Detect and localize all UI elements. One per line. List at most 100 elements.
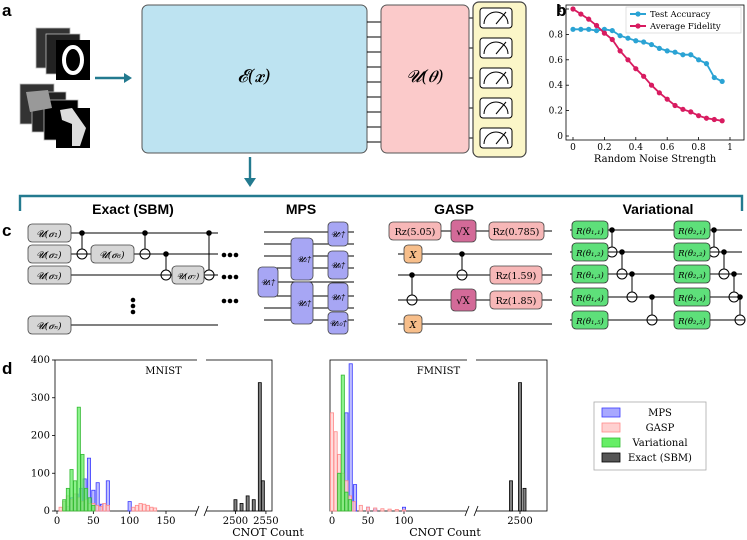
unitary-label: 𝓤(𝜽) (406, 67, 443, 87)
mnist-bar-exact-sbm- (245, 495, 250, 512)
fmnist-title: FMNIST (417, 366, 461, 377)
encoder-label: 𝓔(𝒙) (237, 66, 270, 87)
x-tick-label: 0 (570, 143, 576, 153)
fmnist-bar-gasp (351, 501, 356, 512)
legend-gasp: GASP (646, 423, 675, 434)
var-gate-2-5: R(θ₂,₅) (677, 316, 706, 327)
axis-break-mark (203, 505, 209, 517)
x-tick-label: 100 (120, 516, 139, 527)
fmnist-bar-exact-sbm- (509, 480, 513, 512)
mnist-bar-gasp (58, 506, 63, 512)
fmnist-bar-gasp (333, 431, 338, 512)
exact-gate-7: 𝓤(𝝈₇) (177, 271, 200, 282)
mps-circuit: 𝓤₁† 𝓤₂† 𝓤₃† 𝓤₇† 𝓤₈† 𝓤₉† 𝓤₁₀† (257, 221, 354, 335)
x-tick-label: 100 (394, 516, 413, 527)
noise-chart-xlabel: Random Noise Strength (594, 154, 717, 165)
test-accuracy-point (617, 33, 623, 39)
mps-gate-3: 𝓤₃† (297, 299, 312, 308)
x-tick-label: 0 (54, 516, 60, 527)
fmnist-bar-exact-sbm- (518, 382, 522, 512)
average-fidelity-point (625, 57, 631, 63)
test-accuracy-point (664, 48, 670, 54)
panel-label-a: a (2, 1, 12, 20)
var-gate-2-1: R(θ₂,₁) (677, 226, 706, 237)
exact-gate-2: 𝓤(𝝈₂) (36, 250, 62, 261)
y-tick-label: 300 (31, 393, 50, 404)
average-fidelity-point (672, 102, 678, 109)
panel-label-b: b (556, 1, 566, 20)
measurement-box (479, 7, 513, 29)
fmnist-bar-mps (348, 363, 353, 512)
mps-gate-10: 𝓤₁₀† (329, 319, 348, 328)
exact-gate-1: 𝓤(𝝈₁) (36, 229, 62, 240)
mnist-bar-exact-sbm- (239, 503, 244, 512)
test-accuracy-point (633, 38, 639, 44)
mnist-bar-variational (62, 499, 67, 512)
average-fidelity-point (609, 36, 615, 43)
gasp-gate-x1: X (409, 250, 418, 261)
input-arrow-head (124, 73, 132, 83)
mnist-bar-gasp (94, 504, 99, 512)
y-tick-label: 0.2 (549, 107, 563, 117)
fmnist-bar-variational (340, 374, 345, 512)
average-fidelity-point (703, 115, 710, 121)
average-fidelity-point (633, 66, 639, 72)
mps-gate-9: 𝓤₉† (331, 293, 346, 302)
unitary-box (380, 4, 470, 154)
fmnist-bar-gasp (373, 507, 378, 512)
x-tick-label: 0 (329, 516, 335, 527)
y-tick-label: 0.4 (549, 81, 564, 91)
test-accuracy-point (609, 27, 615, 34)
histogram-legend: MPS GASP Variational Exact (SBM) (593, 401, 707, 471)
measurement-meters (479, 7, 513, 149)
bracket (18, 194, 744, 211)
mnist-bar-mps (127, 501, 132, 512)
measurement-box (479, 37, 513, 59)
x-tick-label: 150 (156, 516, 175, 527)
mnist-xlabel: CNOT Count (232, 526, 304, 539)
meter-needle (495, 131, 507, 145)
x-tick-label: 0.2 (597, 143, 611, 153)
variational-circuit: R(θ₁,₁) R(θ₁,₂) R(θ₁,₃) R(θ₁,₄) R(θ₁,₅) … (570, 220, 746, 330)
y-tick-label: 0.8 (549, 30, 564, 40)
y-tick-label: 0 (44, 506, 50, 517)
digit-image-stack (35, 27, 90, 80)
meter-arc (483, 131, 509, 145)
mnist-bar-gasp (102, 503, 107, 512)
y-tick-label: 200 (31, 431, 50, 442)
meter-needle (495, 101, 507, 115)
y-tick-label: 0 (557, 132, 563, 142)
y-tick-label: 0.6 (549, 56, 564, 66)
mnist-bar-gasp (149, 506, 154, 512)
x-tick-label: 0.4 (629, 143, 644, 153)
gasp-circuit: Rz(5.05) √X Rz(0.785) X Rz(1.59) √X Rz(1… (388, 219, 552, 334)
mnist-bar-variational (84, 487, 89, 512)
test-accuracy-point (672, 49, 678, 55)
mnist-bar-exact-sbm- (233, 499, 238, 512)
mps-gate-1: 𝓤₁† (261, 278, 276, 287)
x-tick-label: 50 (87, 516, 100, 527)
test-accuracy-point (570, 26, 576, 32)
gasp-gate-sx2: √X (456, 296, 470, 307)
mnist-bar-variational (69, 469, 74, 512)
var-gate-2-2: R(θ₂,₂) (677, 248, 706, 259)
exact-title: Exact (SBM) (92, 201, 174, 217)
mnist-bar-variational (65, 487, 70, 512)
axis-break-mark (194, 505, 200, 517)
average-fidelity-point (664, 96, 670, 102)
mnist-bar-variational (73, 480, 78, 512)
average-fidelity-point (656, 90, 662, 96)
meter-needle (495, 71, 507, 85)
gasp-gate-rz2: Rz(0.785) (493, 227, 540, 238)
exact-gate-3: 𝓤(𝝈₃) (36, 271, 62, 282)
down-arrow-head (244, 178, 256, 187)
test-accuracy-line (573, 28, 723, 83)
legend-average-fidelity: Average Fidelity (649, 22, 721, 32)
fmnist-bar-gasp (394, 509, 399, 512)
var-gate-1-1: R(θ₁,₁) (575, 226, 604, 237)
fmnist-bar-exact-sbm- (522, 487, 527, 512)
meter-needle (495, 41, 507, 55)
